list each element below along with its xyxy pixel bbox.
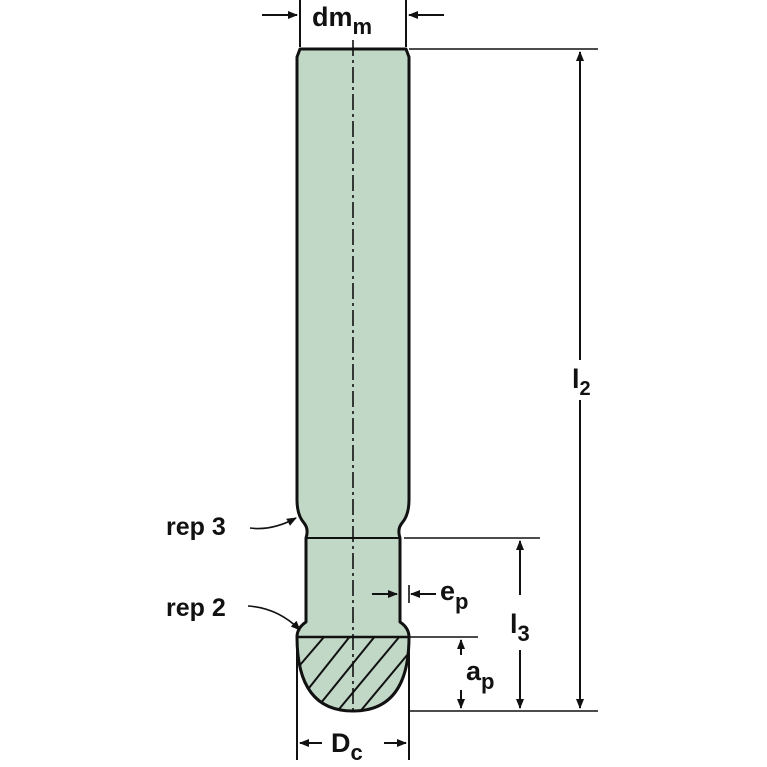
l2-dimension: l2 (409, 48, 598, 712)
l2-label: l2 (572, 364, 591, 400)
ap-dimension: ap (409, 636, 494, 709)
ep-label: ep (440, 576, 468, 614)
l3-label: l3 (510, 609, 530, 646)
rep2-label: rep 2 (166, 594, 226, 622)
rep3-label: rep 3 (166, 513, 226, 541)
rep3-callout: rep 3 (166, 513, 297, 541)
ep-dimension: ep (372, 576, 468, 614)
ap-label: ap (466, 656, 494, 694)
l3-dimension: l3 (404, 537, 540, 709)
tool-body (295, 40, 411, 713)
rep2-callout: rep 2 (166, 594, 301, 631)
dc-dimension: Dc (296, 650, 410, 765)
dc-label: Dc (331, 728, 363, 765)
dm-label: dmm (312, 2, 372, 39)
dm-dimension: dmm (262, 0, 444, 47)
